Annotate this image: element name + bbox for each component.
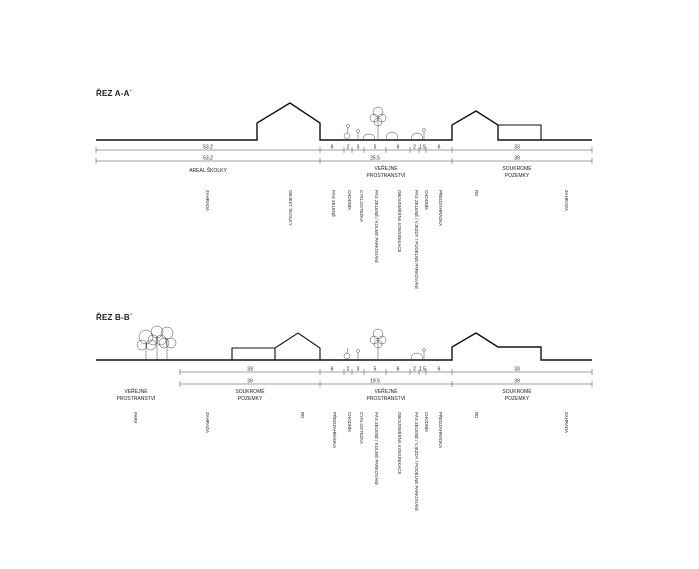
section-a-cyclist-icon xyxy=(343,124,351,140)
section-a-zone-private-2: POZEMKY xyxy=(505,173,530,179)
section-b-house-flat-roof xyxy=(231,347,275,360)
section-b-dim-1-5: 6 xyxy=(397,367,400,373)
section-b-label-podelne-parkovani: PÁS ZELENĚ / VJEZDY / PODÉLNÉ PARKOVÁNÍ xyxy=(414,412,419,511)
section-b-zone-private-left-1: SOUKROMÉ xyxy=(235,388,265,395)
section-b-label-chodnik-2: CHODNÍK xyxy=(424,412,429,432)
section-a-label-cyklostezka: CYKLOSTEZKA xyxy=(359,190,364,222)
section-b-zone-private-left-2: POZEMKY xyxy=(238,396,263,402)
section-b-label-rd-2: RD xyxy=(474,412,479,418)
section-b-zone-public-street-1: VEŘEJNÉ xyxy=(374,387,398,395)
section-b-dim-1-0: 33 xyxy=(247,367,253,373)
section-b-dim-1-7: 1.5 xyxy=(419,367,426,373)
section-a-dim-1-4: 5 xyxy=(374,145,377,151)
section-b-dim-1-8: 6 xyxy=(438,367,441,373)
section-a-house-flat-roof xyxy=(498,124,542,140)
section-b-label-zahrada-2: ZAHRADA xyxy=(564,412,569,433)
section-a-title: ŘEZ A-A´ xyxy=(96,89,133,98)
section-b-dim-2-0: 39 xyxy=(247,379,253,385)
section-a-car-icon xyxy=(362,133,376,141)
section-b-house-gable xyxy=(274,332,321,360)
section-a-label-chodnik: CHODNÍK xyxy=(347,190,352,210)
section-a-car2-icon xyxy=(385,131,399,141)
section-a-label-komunikace: OBOUSMĚRNÁ KOMUNIKACE xyxy=(397,190,402,253)
section-b-label-predzahradka-2: PŘEDZAHRÁDKA xyxy=(438,412,443,448)
section-a-zone-private-1: SOUKROMÉ xyxy=(502,165,532,172)
section-a-label-zahrada-2: ZAHRADA xyxy=(564,190,569,211)
section-a-pedestrian-icon xyxy=(422,128,426,140)
section-a-dim-1-1: 6 xyxy=(331,145,334,151)
section-a-label-predzahradka: PŘEDZAHRÁDKA xyxy=(438,190,443,226)
section-b-zone-public-park-2: PROSTRANSTVÍ xyxy=(117,395,157,402)
section-a-dim-1-2: 2 xyxy=(347,145,350,151)
section-b-car-icon xyxy=(410,352,424,361)
section-b: ŘEZ B-B´ xyxy=(96,313,593,511)
section-b-dim-1-3: 3 xyxy=(357,367,360,373)
section-b-label-predzahradka: PŘEDZAHRÁDKA xyxy=(332,412,337,448)
section-a-dim-1-0: 53.2 xyxy=(203,145,213,151)
section-b-cyclist-icon xyxy=(343,347,351,360)
section-a-dim-1-9: 33 xyxy=(514,145,520,151)
section-b-dim-1-6: 2 xyxy=(413,367,416,373)
section-b-zone-public-street-2: PROSTRANSTVÍ xyxy=(367,395,407,402)
section-a-dim-1-7: 1.5 xyxy=(419,145,426,151)
section-b-zone-public-park-1: VEŘEJNÉ xyxy=(124,387,148,395)
section-b-label-chodnik: CHODNÍK xyxy=(347,412,352,432)
section-b-ground-profile xyxy=(96,332,592,361)
section-b-dim-2-1: 19.5 xyxy=(370,379,380,385)
section-b-label-komunikace: OBOUSMĚRNÁ KOMUNIKACE xyxy=(397,412,402,475)
section-a-dim-1-8: 6 xyxy=(438,145,441,151)
section-a-person-icon xyxy=(356,129,360,140)
section-b-park-trees xyxy=(136,325,177,360)
section-b-label-park: PARK xyxy=(133,412,138,424)
section-b-dim-1-2: 2 xyxy=(347,367,350,373)
section-a-zone-public-2: PROSTRANSTVÍ xyxy=(367,172,407,179)
section-a: ŘEZ A-A´ xyxy=(95,89,593,289)
section-b-dim-1-4: 5 xyxy=(374,367,377,373)
section-a-label-pas-zelene: PÁS ZELENĚ xyxy=(331,190,336,217)
section-b-person-icon xyxy=(356,349,360,360)
section-a-car3-icon xyxy=(410,132,424,141)
section-a-tree xyxy=(369,106,387,140)
section-b-dim-1-1: 6 xyxy=(331,367,334,373)
section-a-dim-1-3: 3 xyxy=(357,145,360,151)
section-a-ground-profile xyxy=(96,102,592,141)
section-b-tree xyxy=(369,328,387,360)
section-b-zone-private-right-2: POZEMKY xyxy=(505,396,530,402)
section-a-label-rd: RD xyxy=(474,190,479,196)
section-a-ticks-1 xyxy=(95,147,593,153)
section-b-ticks-2 xyxy=(179,381,593,387)
section-a-dim-2-0: 53.2 xyxy=(203,156,213,162)
section-a-dim-2-2: 39 xyxy=(514,156,520,162)
section-b-pedestrian-icon xyxy=(422,348,426,360)
section-b-zone-private-right-1: SOUKROMÉ xyxy=(502,388,532,395)
section-b-title: ŘEZ B-B´ xyxy=(96,313,133,322)
section-a-zone-public-1: VEŘEJNÉ xyxy=(374,164,398,172)
section-a-label-chodnik-2: CHODNÍK xyxy=(424,190,429,210)
section-b-dim-2-2: 39 xyxy=(514,379,520,385)
section-b-ticks-1 xyxy=(179,369,593,375)
section-a-dim-2-1: 25.5 xyxy=(370,156,380,162)
section-a-label-kolme-parkovani: PÁS ZELENĚ / KOLMÉ PARKOVÁNÍ xyxy=(374,190,379,263)
section-a-label-podelne-parkovani: PÁS ZELENĚ / VJEZDY / PODÉLNÉ PARKOVÁNÍ xyxy=(414,190,419,289)
section-b-label-kolme-parkovani: PÁS ZELENĚ / KOLMÉ PARKOVÁNÍ xyxy=(374,412,379,485)
section-a-label-objekt-skolky: OBJEKT ŠKOLKY xyxy=(288,190,293,226)
section-b-label-cyklostezka: CYKLOSTEZKA xyxy=(359,412,364,444)
section-a-zone-school: AREÁL ŠKOLKY xyxy=(189,167,227,174)
section-a-dim-1-5: 6 xyxy=(397,145,400,151)
section-b-label-zahrada: ZAHRADA xyxy=(205,412,210,433)
section-b-label-rd: RD xyxy=(300,412,305,418)
section-a-dim-1-6: 2 xyxy=(413,145,416,151)
section-b-dim-1-9: 33 xyxy=(514,367,520,373)
section-a-label-zahrada: ZAHRADA xyxy=(205,190,210,211)
section-a-ticks-2 xyxy=(95,158,593,164)
